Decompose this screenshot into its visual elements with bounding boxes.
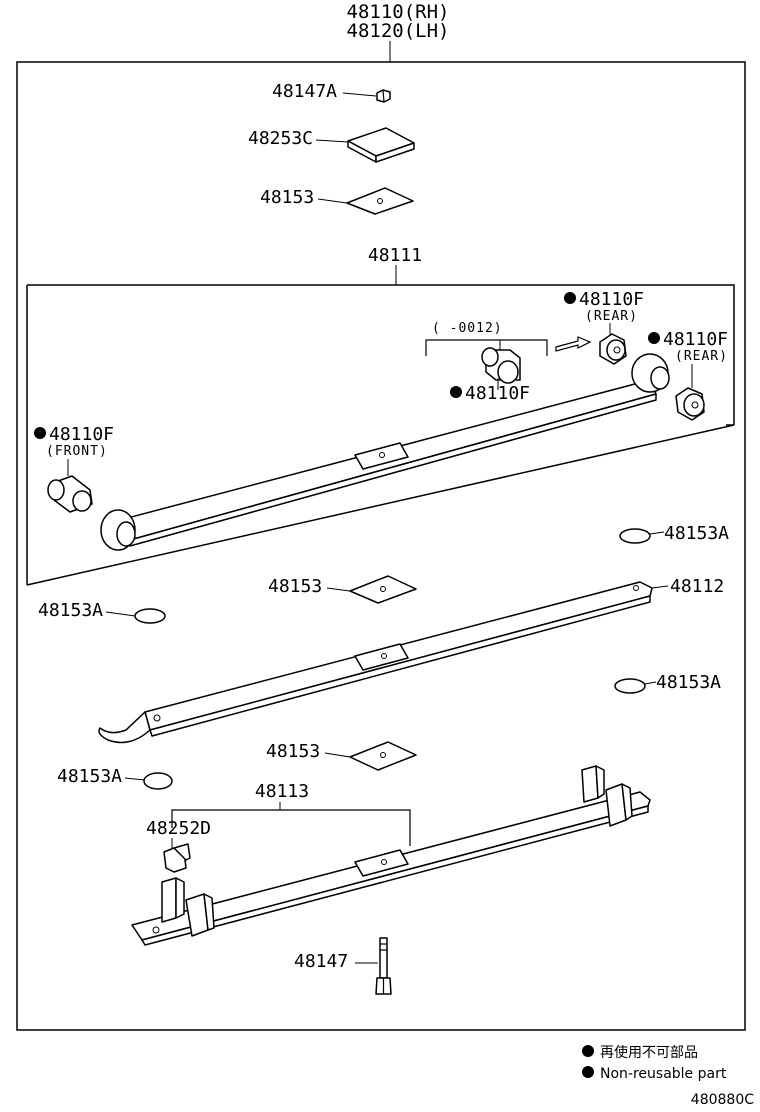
legend-mark-2 [582, 1066, 594, 1078]
label-48112: 48112 [670, 576, 724, 597]
range-arrow [555, 336, 592, 352]
label-48153A-right-1: 48153A [664, 523, 729, 544]
label-48110F-top: 48110F [579, 289, 644, 310]
label-rear-top: (REAR) [585, 309, 638, 324]
nonreusable-mark-top [564, 292, 576, 304]
leaf-48112 [98, 581, 653, 744]
label-48252D: 48252D [146, 818, 211, 839]
inner-frame-top [27, 284, 735, 425]
outer-frame [16, 61, 746, 1031]
bushing-48110F-mid [481, 347, 521, 384]
legend-text-jp: 再使用不可部品 [600, 1044, 698, 1061]
label-48153-mid: 48153 [268, 576, 322, 597]
leader-48153-top [317, 198, 348, 204]
title-lh: 48120(LH) [347, 20, 450, 42]
pad-48153-top [346, 187, 414, 215]
leader-48153A-right-2 [644, 681, 657, 685]
leader-48153-mid [326, 587, 351, 592]
leader-48153-low [324, 752, 351, 758]
inner-frame-bottom [26, 424, 735, 586]
bolt-48147 [375, 937, 392, 995]
label-48153A-left-1: 48153A [38, 600, 103, 621]
leader-48147A [342, 92, 377, 97]
label-48153-top: 48153 [260, 187, 314, 208]
pad-48153-low [349, 741, 417, 771]
leaf-48113 [131, 765, 651, 946]
range-bracket [425, 339, 548, 356]
plate-48253C [347, 127, 415, 163]
label-48147A: 48147A [272, 81, 337, 102]
bushing-48110F-rear-right [675, 387, 705, 421]
main-leaf-48111 [100, 353, 670, 551]
label-48111: 48111 [368, 245, 422, 266]
leader-48153A-right-1 [649, 531, 665, 535]
label-48110F-right: 48110F [663, 329, 728, 350]
label-front: (FRONT) [46, 444, 108, 459]
leader-48253C [315, 139, 349, 143]
nonreusable-mark-mid [450, 386, 462, 398]
label-48113: 48113 [255, 781, 309, 802]
nonreusable-mark-right [648, 332, 660, 344]
diagram-code: 480880C [691, 1092, 754, 1108]
range-note: ( -0012) [432, 321, 503, 336]
leader-48153A-left-2 [124, 777, 146, 781]
nonreusable-mark-front [34, 427, 46, 439]
label-48153-low: 48153 [266, 741, 320, 762]
title-rh: 48110(RH) [347, 1, 450, 23]
legend-mark-1 [582, 1045, 594, 1057]
label-48110F-mid: 48110F [465, 383, 530, 404]
leader-48153A-left-1 [105, 611, 136, 617]
disc-48153A-left-2 [143, 772, 173, 790]
leader-48112 [651, 585, 669, 589]
label-48153A-left-2: 48153A [57, 766, 122, 787]
disc-48153A-right-2 [614, 678, 646, 694]
label-rear-right: (REAR) [675, 349, 728, 364]
bushing-48110F-front [47, 475, 93, 513]
label-48147: 48147 [294, 951, 348, 972]
nut-48147A [376, 89, 391, 103]
clip-48252D [163, 843, 191, 873]
legend-text-en: Non-reusable part [600, 1066, 727, 1082]
label-48253C: 48253C [248, 128, 313, 149]
disc-48153A-right-1 [619, 528, 651, 544]
label-48153A-right-2: 48153A [656, 672, 721, 693]
label-48110F-left: 48110F [49, 424, 114, 445]
leader-48113-bracket [171, 809, 411, 846]
bushing-48110F-rear-top [599, 333, 627, 365]
pad-48153-mid [349, 575, 417, 604]
disc-48153A-left-1 [134, 608, 166, 624]
